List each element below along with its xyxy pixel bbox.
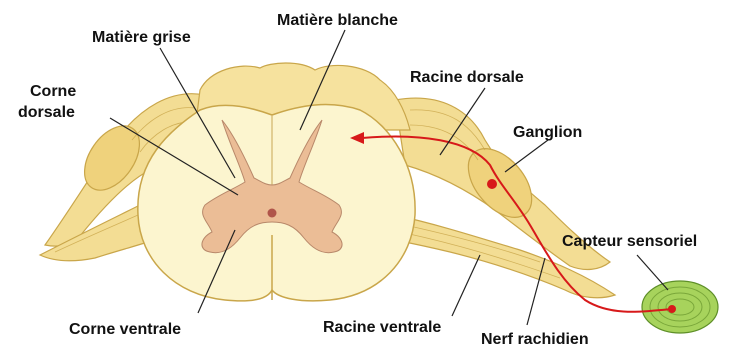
label-matiere-blanche: Matière blanche <box>277 12 398 29</box>
label-nerf-rachidien: Nerf rachidien <box>481 331 589 348</box>
label-capteur-sensoriel: Capteur sensoriel <box>562 233 697 250</box>
label-corne-ventrale: Corne ventrale <box>69 321 181 338</box>
leader-capteur <box>637 255 668 290</box>
label-corne-dorsale-line1: Corne <box>30 83 76 100</box>
ganglion-cell-body <box>487 179 497 189</box>
label-ganglion: Ganglion <box>513 124 582 141</box>
label-racine-ventrale: Racine ventrale <box>323 319 441 336</box>
label-racine-dorsale: Racine dorsale <box>410 69 524 86</box>
label-matiere-grise: Matière grise <box>92 29 191 46</box>
leader-ganglion <box>505 140 548 172</box>
receptor-ending <box>668 305 676 313</box>
label-corne-dorsale-line2: dorsale <box>18 104 75 121</box>
sensory-receptor <box>642 281 718 333</box>
central-canal <box>268 209 277 218</box>
leader-racine-ventrale <box>452 255 480 316</box>
